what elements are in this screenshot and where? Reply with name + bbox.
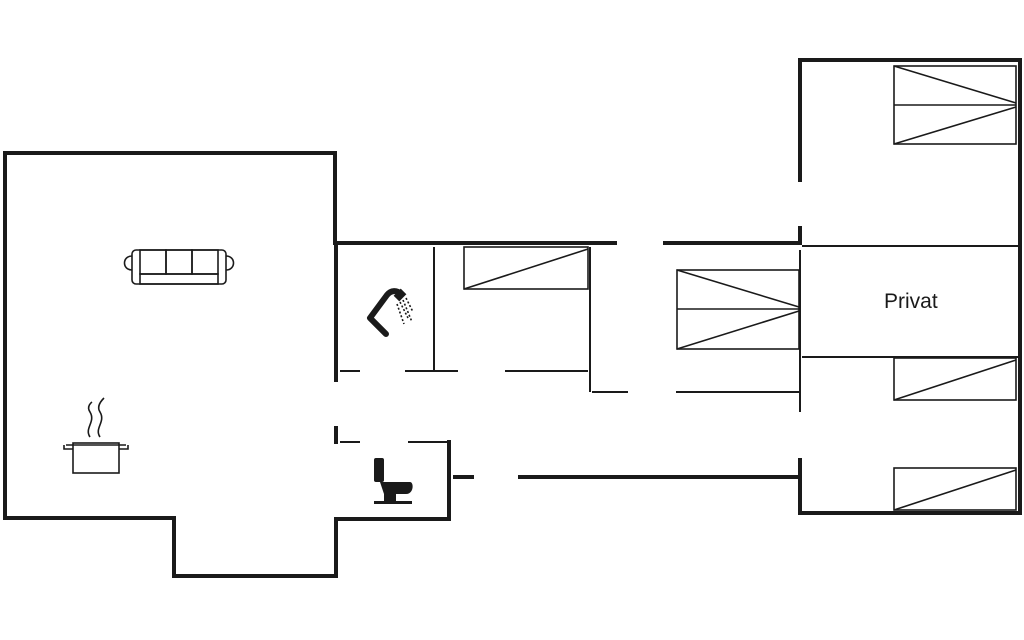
bed-icon [893,65,1017,145]
bed-icon [463,246,589,290]
cooking-pot-icon [63,397,129,474]
bed-icon [893,357,1017,401]
sofa-icon [123,249,235,285]
exterior-walls [3,58,1022,578]
bed-icon [893,467,1017,511]
shower-icon [367,288,414,337]
toilet-icon [374,458,413,504]
room-label-private: Privat [884,290,938,313]
bed-icon [676,269,800,350]
interior-walls [340,245,1018,443]
